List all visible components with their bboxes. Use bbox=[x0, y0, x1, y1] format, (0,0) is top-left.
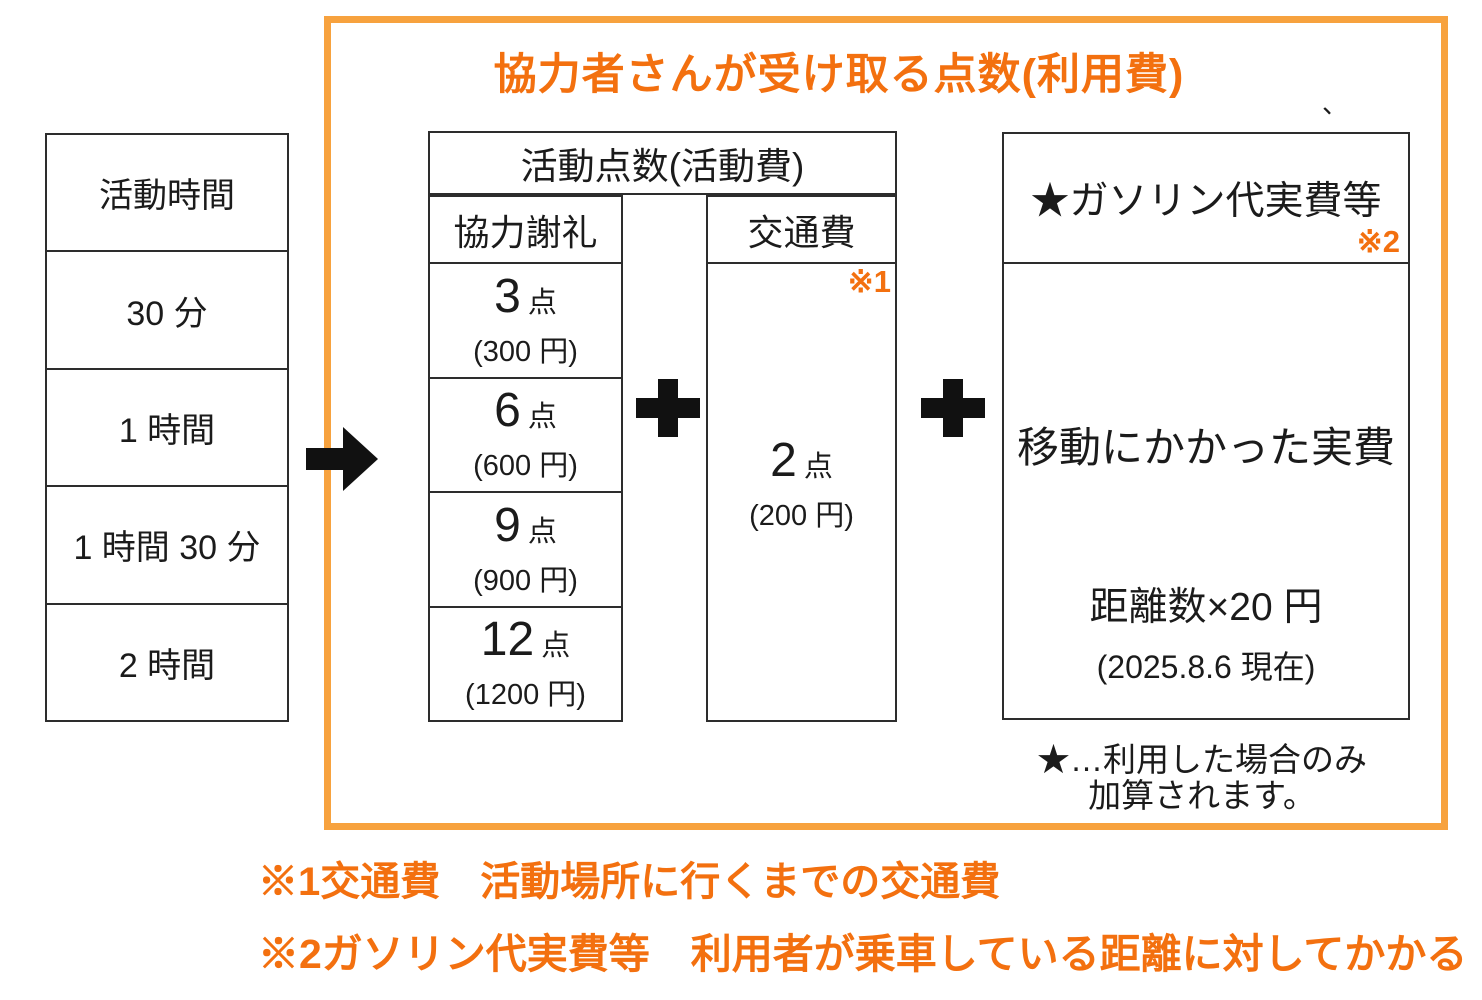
activity-time-row-2h: 2 時間 bbox=[47, 602, 287, 720]
point-value: 12 bbox=[480, 613, 535, 667]
gasoline-formula-text: 距離数×20 円 bbox=[1089, 586, 1323, 629]
reward-column-header: 協力謝礼 bbox=[430, 197, 621, 264]
activity-time-row-1h: 1 時間 bbox=[47, 367, 287, 485]
point-unit: 点 bbox=[527, 286, 557, 319]
point-value: 3 bbox=[494, 269, 521, 323]
activity-time-row-30min: 30 分 bbox=[47, 250, 287, 367]
star-footnote-line2: 加算されます。 bbox=[1088, 777, 1316, 814]
plus-bar-v bbox=[658, 379, 678, 437]
gasoline-box-header: ★ガソリン代実費等 ※2 bbox=[1004, 134, 1408, 264]
orange-outline-box bbox=[324, 16, 1448, 830]
note-ref-2: ※2 bbox=[1356, 224, 1400, 259]
plus-icon bbox=[921, 379, 985, 437]
plus-bar-v bbox=[943, 379, 963, 437]
transport-column-header: 交通費 bbox=[708, 197, 895, 264]
footnote-2: ※2ガソリン代実費等 利用者が乗車している距離に対してかかる bbox=[258, 931, 1468, 977]
point-unit: 点 bbox=[527, 515, 557, 548]
activity-time-header: 活動時間 bbox=[99, 177, 235, 216]
footnote-1: ※1交通費 活動場所に行くまでの交通費 bbox=[258, 860, 1001, 904]
gasoline-header-label: ★ガソリン代実費等 bbox=[1030, 180, 1382, 223]
bottom-footnotes: ※1交通費 活動場所に行くまでの交通費 ※2ガソリン代実費等 利用者が乗車してい… bbox=[258, 860, 1467, 977]
point-unit: 点 bbox=[803, 450, 833, 483]
point-unit: 点 bbox=[541, 630, 571, 663]
point-value: 6 bbox=[494, 384, 521, 438]
point-yen: (200 円) bbox=[749, 499, 854, 532]
stray-comma-mark: 、 bbox=[1322, 89, 1349, 119]
gasoline-cost-box: ★ガソリン代実費等 ※2 移動にかかった実費 距離数×20 円 (2025.8.… bbox=[1002, 132, 1410, 720]
gasoline-asof-date: (2025.8.6 現在) bbox=[1096, 649, 1316, 685]
star-footnote-line1: ★…利用した場合のみ bbox=[1037, 741, 1367, 778]
point-unit: 点 bbox=[527, 401, 557, 434]
gasoline-actual-cost-text: 移動にかかった実費 bbox=[1016, 424, 1395, 471]
plus-icon bbox=[636, 379, 700, 437]
activity-points-header: 活動点数(活動費) bbox=[428, 131, 897, 195]
point-yen: (900 円) bbox=[473, 564, 578, 597]
point-yen: (1200 円) bbox=[465, 679, 586, 712]
star-footnote: ★…利用した場合のみ 加算されます。 bbox=[992, 742, 1412, 814]
arrow-right-icon bbox=[306, 427, 378, 491]
point-yen: (300 円) bbox=[473, 335, 578, 368]
activity-time-row-1h30: 1 時間 30 分 bbox=[47, 485, 287, 602]
point-value: 9 bbox=[494, 498, 521, 552]
point-yen: (600 円) bbox=[473, 450, 578, 483]
page-title: 協力者さんが受け取る点数(利用費) bbox=[493, 51, 1185, 99]
point-value: 2 bbox=[770, 433, 797, 487]
gasoline-box-body: 移動にかかった実費 距離数×20 円 (2025.8.6 現在) bbox=[1004, 264, 1408, 718]
activity-time-table: 活動時間 30 分 1 時間 1 時間 30 分 2 時間 bbox=[45, 133, 289, 722]
note-ref-1: ※1 bbox=[847, 264, 891, 299]
